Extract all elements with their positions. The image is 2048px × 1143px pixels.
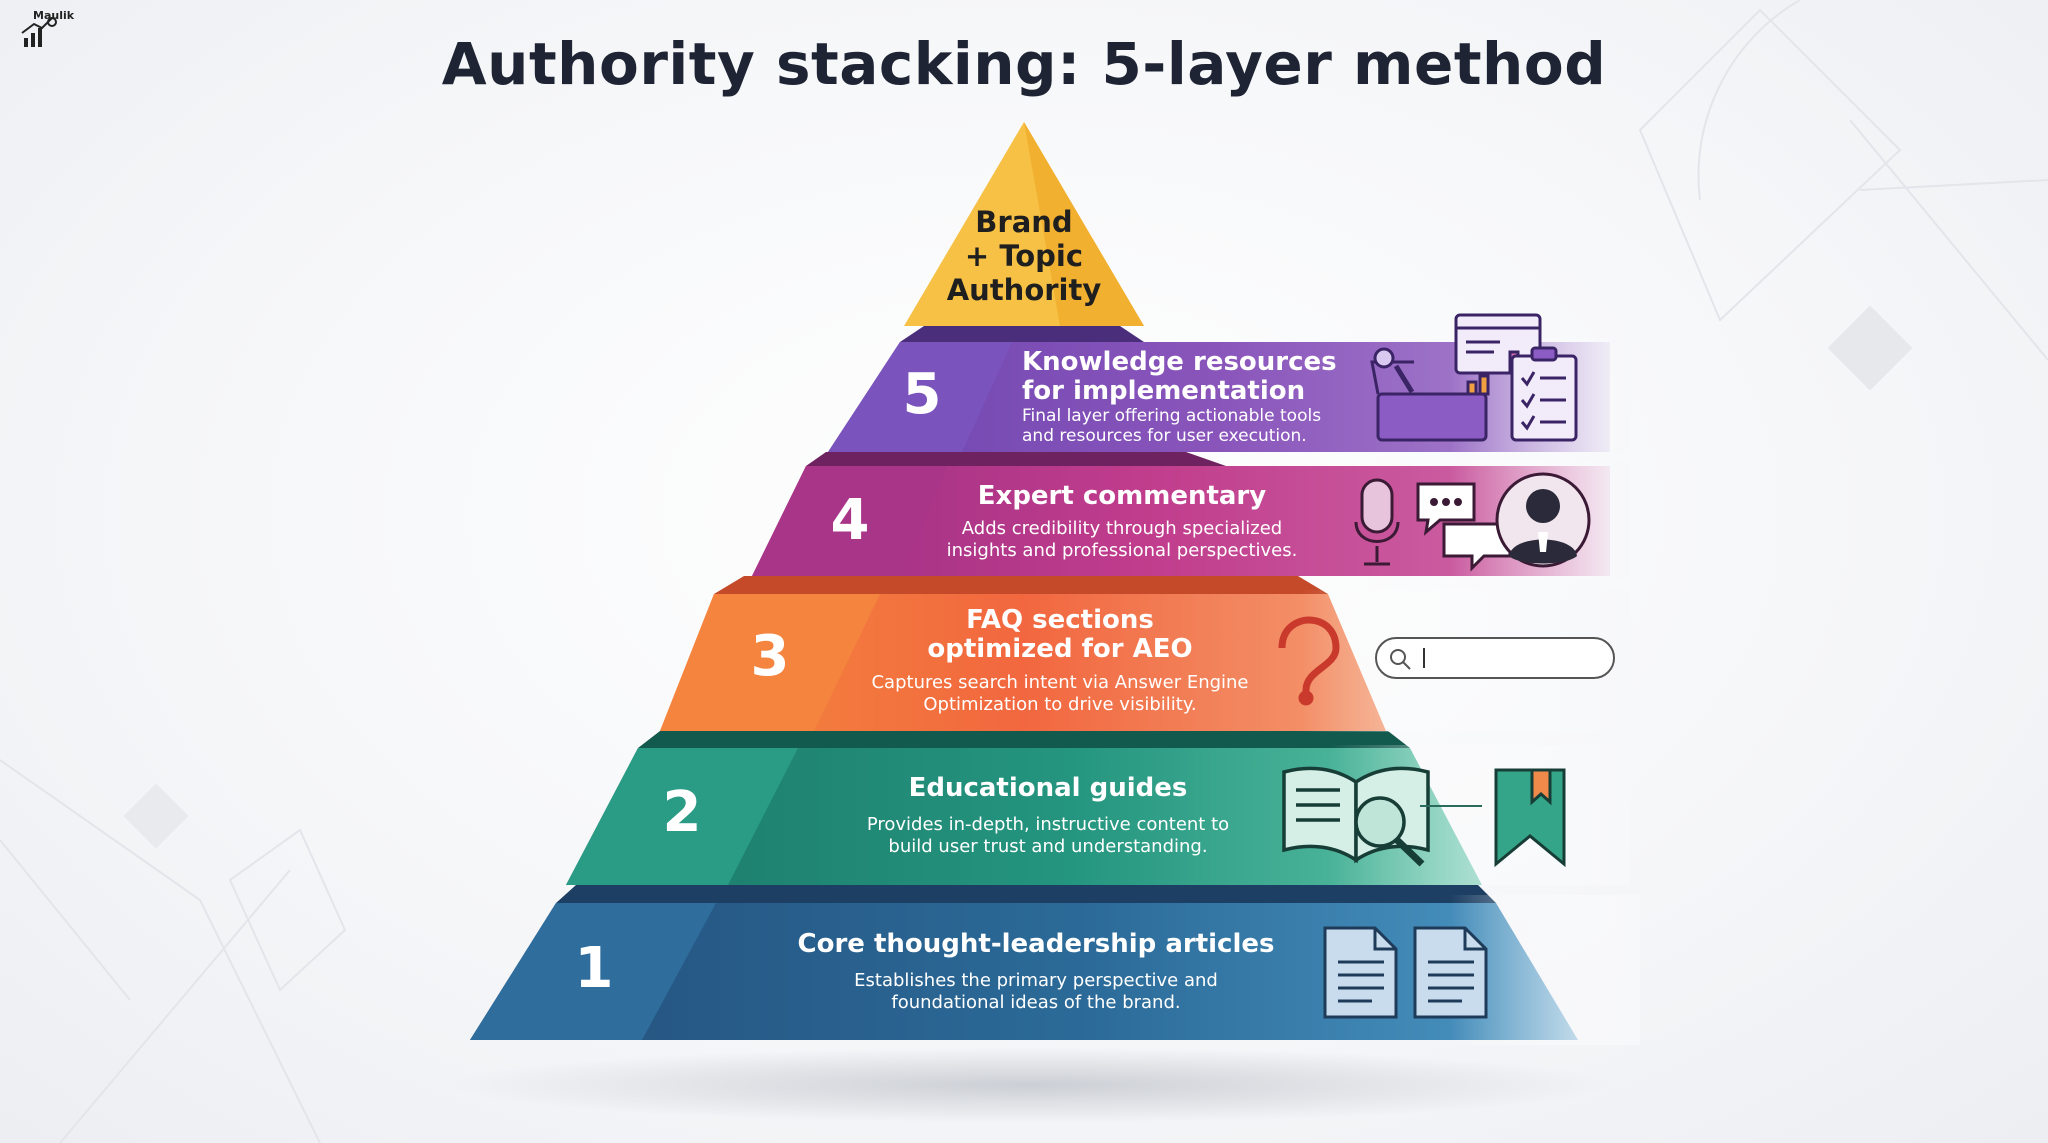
layer-3-number: 3 [750, 624, 790, 689]
brand-chart-icon [21, 17, 57, 47]
bookmark-icon [1494, 768, 1566, 868]
expert-avatar-icon [1495, 472, 1591, 568]
layer-1-description: Establishes the primary perspective and … [756, 970, 1316, 1014]
apex-label: Brand + Topic Authority [924, 205, 1124, 307]
layer-2-number: 2 [662, 780, 702, 845]
page-title: Authority stacking: 5-layer method [441, 30, 1607, 98]
layer-5-title-line: for implementation [1022, 376, 1306, 406]
layer-4-description-line: insights and professional perspectives. [946, 540, 1298, 561]
question-mark-icon [1278, 616, 1340, 706]
background-diamond [1827, 305, 1913, 391]
search-bar-icon [1375, 637, 1615, 679]
pyramid-shadow [450, 1047, 1610, 1123]
layer-3-title-line: FAQ sections [966, 605, 1154, 635]
layer-5-title-line: Knowledge resources [1022, 347, 1337, 377]
layer-3-title-line: optimized for AEO [927, 634, 1193, 664]
apex-line: Brand [975, 205, 1073, 239]
layer-2-description-line: Provides in-depth, instructive content t… [866, 814, 1230, 835]
layer-2-description: Provides in-depth, instructive content t… [808, 814, 1288, 858]
layer-4-description-line: Adds credibility through specialized [961, 518, 1283, 539]
layer-4-title: Expert commentary [977, 481, 1267, 511]
layer-5-description-line: and resources for user execution. [1022, 426, 1307, 446]
layer-4-description: Adds credibility through specialized ins… [902, 518, 1342, 562]
layer-2-band [566, 731, 1630, 885]
document-icon [1413, 926, 1488, 1019]
brand-name: Maulik [33, 9, 75, 22]
apex-line: + Topic [964, 239, 1084, 273]
layer-5-description-line: Final layer offering actionable tools [1022, 406, 1322, 426]
layer-4-number: 4 [830, 488, 870, 553]
layer-2-description-line: build user trust and understanding. [888, 836, 1208, 857]
layer-3-title: FAQ sections optimized for AEO [840, 606, 1280, 664]
layer-3-band [660, 576, 1630, 732]
background-diamond [123, 783, 189, 849]
layer-5-number: 5 [902, 362, 942, 427]
layer-1-description-line: foundational ideas of the brand. [891, 992, 1181, 1013]
checklist-icon [1510, 346, 1578, 442]
layer-2-title: Educational guides [908, 773, 1188, 803]
toolbox-icon [1370, 347, 1488, 442]
open-book-magnifier-icon [1282, 766, 1430, 867]
layer-1-band [470, 885, 1640, 1045]
apex-line: Authority [946, 273, 1102, 307]
document-icon [1323, 926, 1398, 1019]
layer-1-number: 1 [574, 936, 614, 1001]
layer-3-description-line: Captures search intent via Answer Engine [871, 672, 1249, 693]
layer-1-title: Core thought-leadership articles [797, 929, 1275, 959]
layer-5-description: Final layer offering actionable tools an… [1022, 406, 1321, 446]
layer-3-description-line: Optimization to drive visibility. [923, 694, 1197, 715]
layer-1-description-line: Establishes the primary perspective and [854, 970, 1218, 991]
layer-5-title: Knowledge resources for implementation [1022, 348, 1337, 406]
microphone-icon [1354, 478, 1400, 566]
layer-3-description: Captures search intent via Answer Engine… [840, 672, 1280, 716]
